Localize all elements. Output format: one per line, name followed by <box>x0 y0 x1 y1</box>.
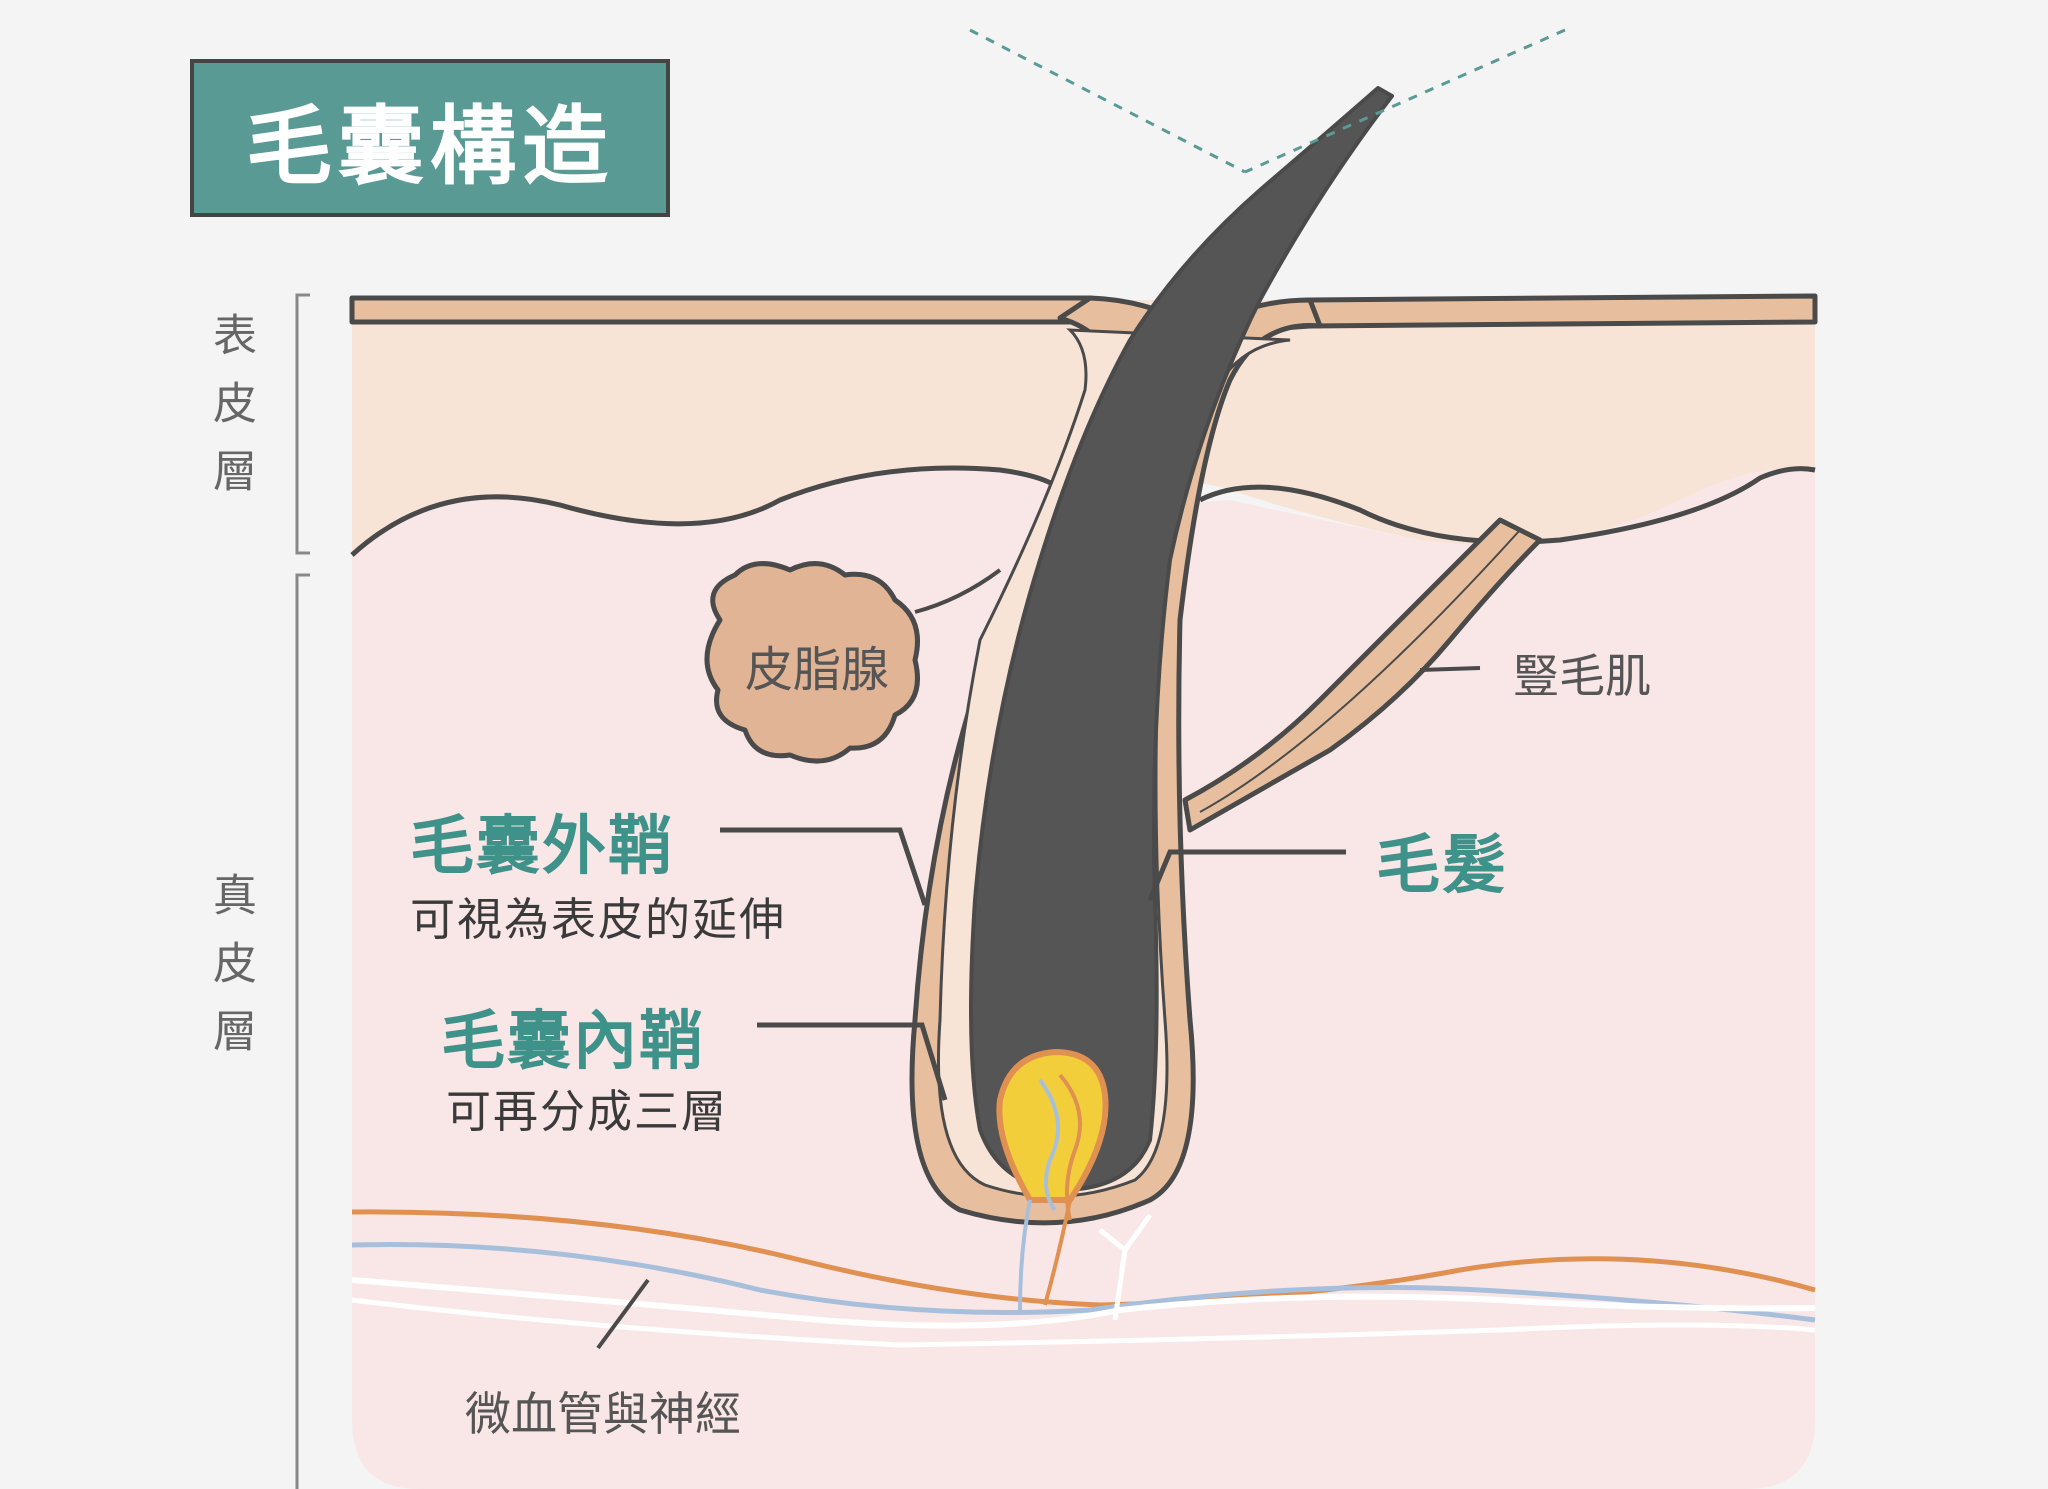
epidermis-label-text: 表皮層 <box>205 312 256 516</box>
view-line-left <box>969 28 1246 174</box>
view-line-right <box>1244 28 1566 174</box>
blood-vessel-blue <box>351 1242 1816 1323</box>
leader-outer-sheath <box>720 827 928 906</box>
arrector-pili-muscle <box>1182 517 1543 833</box>
outer-root-sheath-label: 毛囊外鞘 <box>410 810 674 884</box>
dermis-layer-label: 真皮層 <box>196 872 256 1096</box>
leader-arrector-pili <box>1419 666 1481 672</box>
sebaceous-gland-shape <box>704 561 920 764</box>
title-banner: 毛囊構造 <box>190 59 670 217</box>
dermis-bracket <box>295 573 310 1489</box>
hair-shaft-label: 毛髮 <box>1376 829 1508 903</box>
dermal-papilla <box>996 1048 1109 1203</box>
epidermis-bracket <box>295 293 310 555</box>
leader-hair <box>1147 849 1346 901</box>
leader-vessels <box>596 1278 650 1350</box>
dermis-label-text: 真皮層 <box>205 872 256 1076</box>
nerve-white <box>351 1277 1816 1329</box>
leader-inner-sheath <box>757 1022 948 1101</box>
blood-vessel-orange <box>351 1209 1816 1308</box>
sebaceous-gland-label: 皮脂腺 <box>745 642 890 698</box>
vessels-nerves-label: 微血管與神經 <box>465 1387 741 1441</box>
diagram-title: 毛囊構造 <box>246 96 614 197</box>
epidermis-layer-label: 表皮層 <box>196 312 256 536</box>
inner-root-sheath-note: 可再分成三層 <box>446 1085 729 1138</box>
dermal-epidermal-junction <box>350 465 1073 557</box>
inner-root-sheath-label: 毛囊內鞘 <box>441 1005 705 1079</box>
arrector-pili-label: 豎毛肌 <box>1513 649 1651 703</box>
outer-root-sheath-note: 可視為表皮的延伸 <box>410 893 787 946</box>
